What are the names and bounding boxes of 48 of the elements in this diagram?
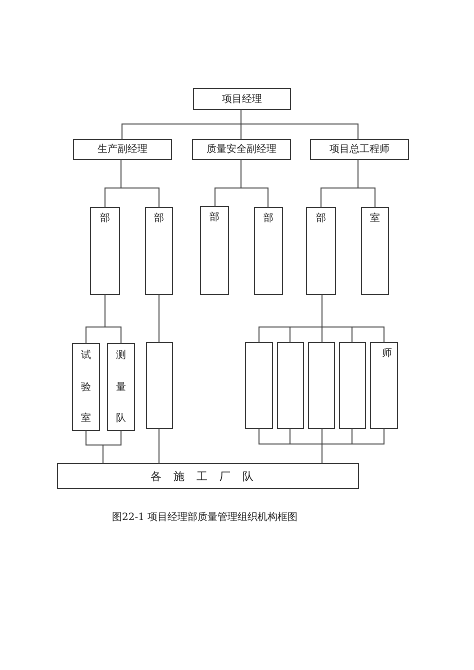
connector-line xyxy=(240,110,358,140)
org-box xyxy=(308,342,335,429)
org-box xyxy=(245,342,273,429)
box-label: 测 xyxy=(116,350,126,361)
connector-line xyxy=(158,294,160,342)
org-box xyxy=(277,342,304,429)
box-label: 验 xyxy=(81,382,91,392)
org-box xyxy=(146,342,173,429)
box-label: 部 xyxy=(154,213,164,224)
box-label: 量 xyxy=(116,382,126,392)
connector-line xyxy=(158,428,160,464)
box-label: 室 xyxy=(370,213,380,224)
box-label: 室 xyxy=(81,413,91,424)
org-box xyxy=(306,207,336,295)
org-box xyxy=(370,342,398,429)
org-box xyxy=(200,206,229,295)
box-label: 质量安全副经理 xyxy=(206,144,276,155)
org-box xyxy=(192,139,291,160)
org-box xyxy=(361,207,389,295)
box-label: 部 xyxy=(210,212,220,223)
box-label: 试 xyxy=(81,350,91,361)
connector-line xyxy=(358,160,376,208)
connector-line xyxy=(322,294,384,342)
org-box xyxy=(57,463,359,489)
org-box xyxy=(90,207,120,295)
connector-line xyxy=(322,428,384,464)
org-box xyxy=(310,139,409,160)
org-box xyxy=(72,343,100,431)
box-label: 项目总工程师 xyxy=(330,144,390,155)
org-box xyxy=(193,88,291,110)
org-box xyxy=(339,342,366,429)
connector-line xyxy=(120,160,160,208)
org-box xyxy=(107,343,135,431)
box-label: 师 xyxy=(382,348,392,359)
box-label: 部 xyxy=(316,213,326,224)
connector-line xyxy=(104,294,122,344)
box-label: 部 xyxy=(264,213,274,224)
org-box xyxy=(254,207,283,295)
org-box xyxy=(145,207,173,295)
connector-line xyxy=(240,160,268,208)
box-label: 部 xyxy=(100,213,110,224)
connector-line xyxy=(102,430,122,464)
box-label: 生产副经理 xyxy=(98,144,148,155)
org-box xyxy=(73,139,172,160)
box-label: 队 xyxy=(116,413,126,424)
box-label: 项目经理 xyxy=(222,94,262,104)
figure-caption: 图22-1 项目经理部质量管理组织机构框图 xyxy=(112,510,298,524)
box-label: 各施工厂队 xyxy=(150,470,266,482)
